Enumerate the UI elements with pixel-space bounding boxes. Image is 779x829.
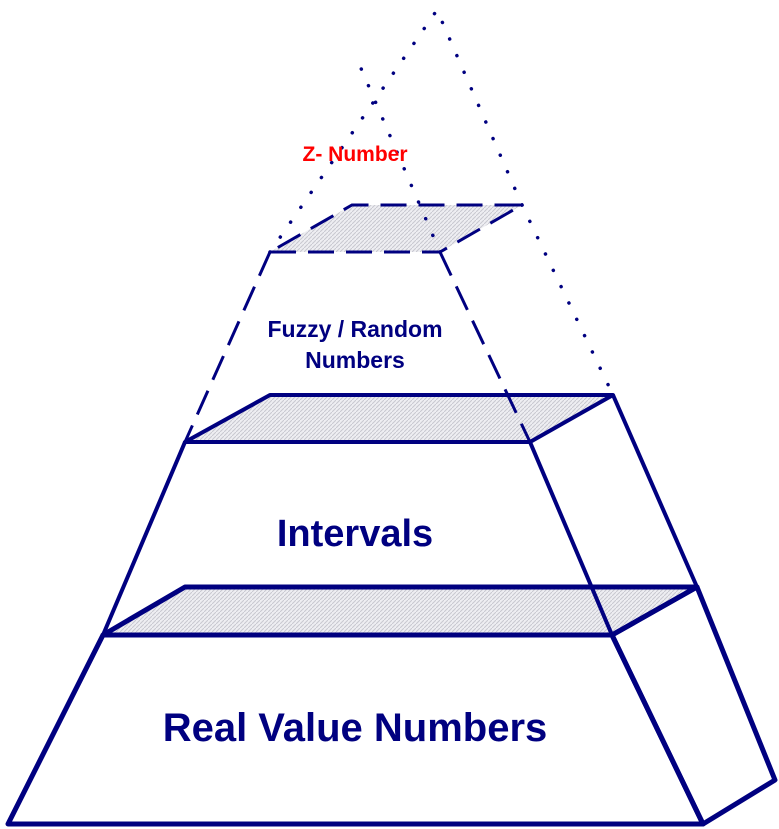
real-side-face bbox=[609, 584, 778, 827]
intervals-label: Intervals bbox=[276, 513, 434, 555]
level-fuzzy-random bbox=[183, 251, 532, 443]
z-top-face bbox=[264, 203, 528, 254]
real-value-numbers-label: Real Value Numbers bbox=[162, 706, 548, 750]
side-dotted-line bbox=[520, 203, 615, 397]
intervals-front-right-edge bbox=[528, 441, 614, 636]
z-number-label: Z- Number bbox=[302, 143, 408, 166]
level-intervals bbox=[101, 393, 699, 636]
fuzzy-left-edge bbox=[183, 251, 272, 443]
fuzzy-label-line1: Fuzzy / Random bbox=[267, 316, 443, 342]
intervals-front-face bbox=[101, 441, 187, 636]
intervals-top-face bbox=[183, 393, 615, 444]
fuzzy-label-line2: Numbers bbox=[305, 347, 405, 374]
fuzzy-right-edge bbox=[438, 251, 532, 443]
intervals-side-back-edge bbox=[611, 394, 699, 588]
level-z-number bbox=[264, 203, 528, 254]
fuzzy-random-numbers-label: Fuzzy / Random Numbers bbox=[230, 314, 480, 376]
apex-right-line bbox=[435, 8, 524, 207]
apex-dotted-lines bbox=[268, 8, 615, 397]
